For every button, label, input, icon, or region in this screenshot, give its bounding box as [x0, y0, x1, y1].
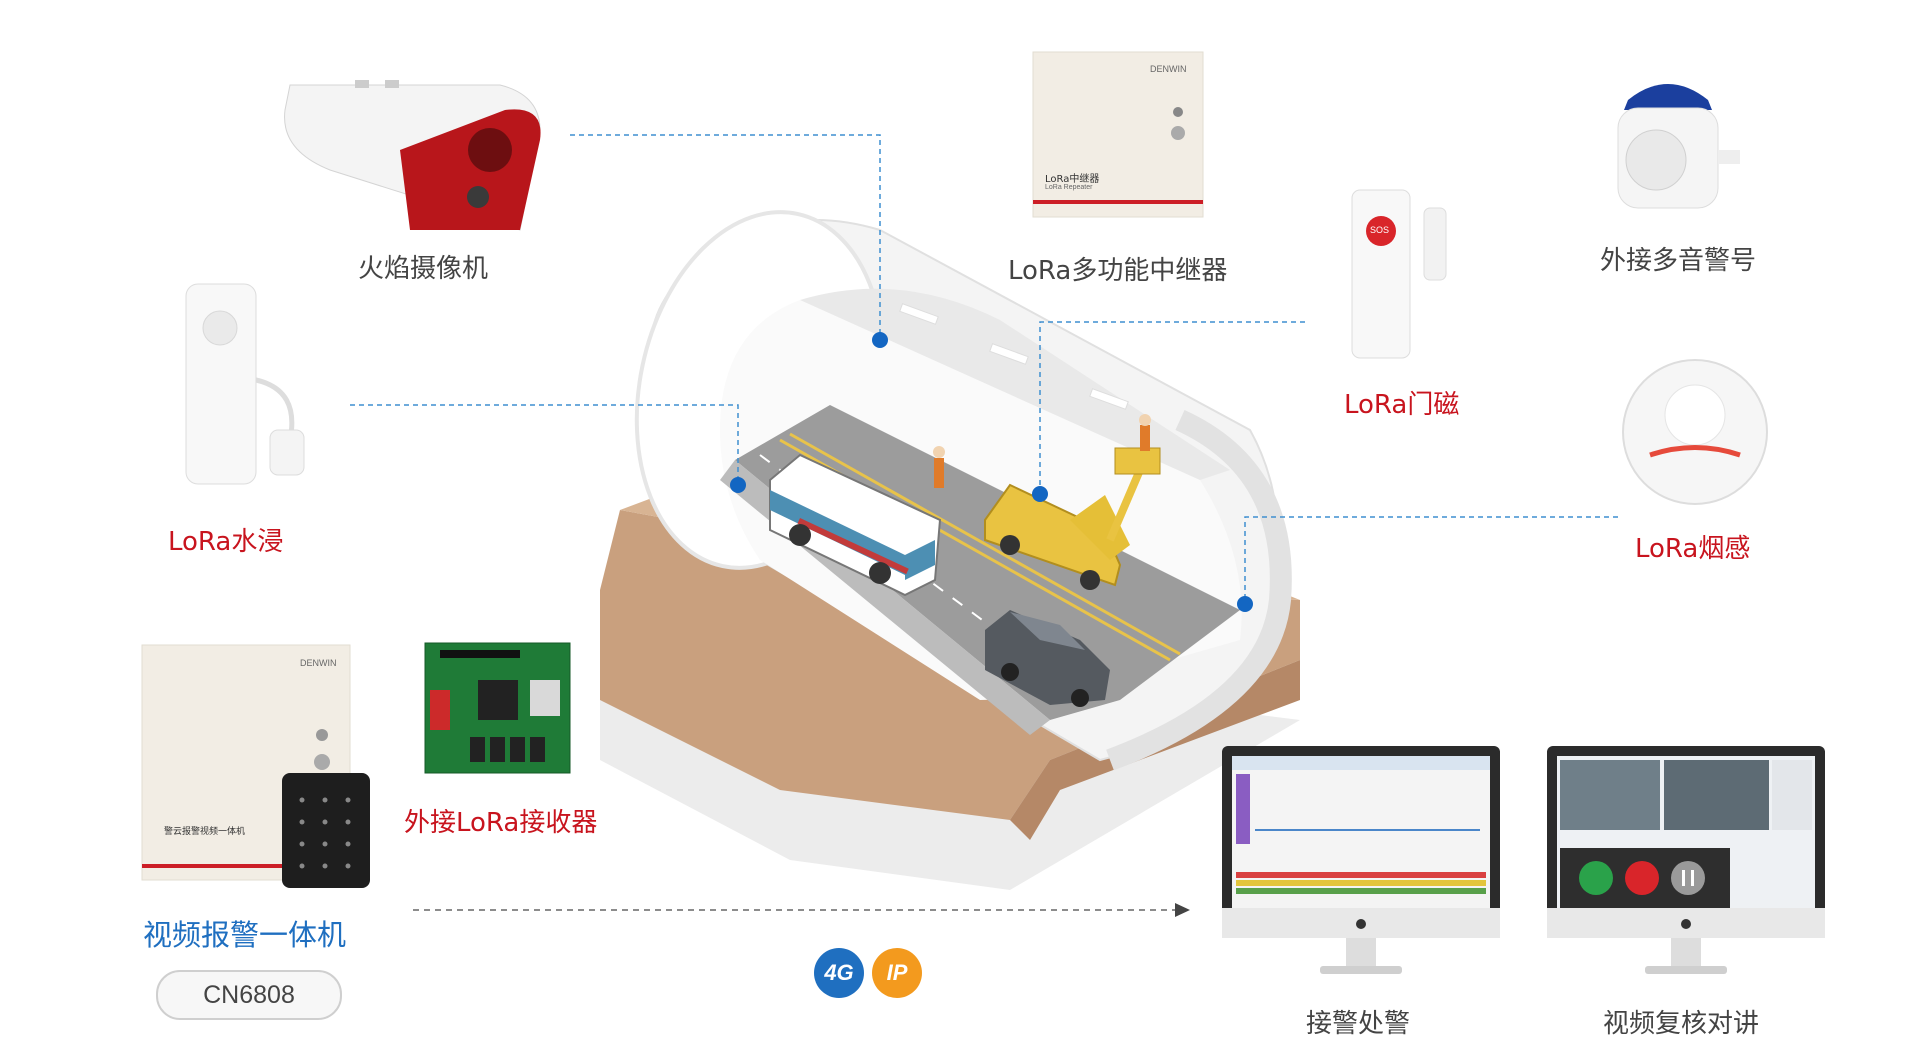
flame-camera-device [284, 80, 541, 231]
connection-dot-smoke [1237, 596, 1253, 612]
label-all-in-one: 视频报警一体机 [143, 918, 347, 952]
connection-dot-camera [872, 332, 888, 348]
repeater-brand: DENWIN [1150, 64, 1187, 74]
all-in-one-panel-text: 警云报警视频一体机 [164, 827, 246, 837]
sos-button-text: SOS [1370, 225, 1390, 235]
badge-ip: IP [872, 948, 922, 998]
connection-dot-door [1032, 486, 1048, 502]
label-siren: 外接多音警号 [1600, 246, 1757, 276]
label-repeater: LoRa多功能中继器 [1008, 256, 1228, 286]
label-receiver: 外接LoRa接收器 [404, 808, 598, 838]
label-alarm-handling: 接警处警 [1306, 1009, 1411, 1039]
repeater-panel-subtext: LoRa Repeater [1045, 184, 1093, 191]
repeater-panel-text: LoRa中继器 [1045, 174, 1100, 185]
label-video-intercom: 视频复核对讲 [1603, 1009, 1760, 1039]
monitor-video-intercom [1547, 746, 1825, 974]
label-smoke: LoRa烟感 [1635, 534, 1751, 564]
badge-4g: 4G [814, 948, 864, 998]
connection-dot-water [730, 477, 746, 493]
label-water: LoRa水浸 [168, 527, 284, 557]
monitor-alarm-handling [1222, 746, 1500, 974]
model-pill: CN6808 [156, 970, 342, 1020]
all-in-one-brand: DENWIN [300, 658, 337, 668]
label-flame-camera: 火焰摄像机 [358, 254, 489, 284]
label-door: LoRa门磁 [1344, 390, 1460, 420]
